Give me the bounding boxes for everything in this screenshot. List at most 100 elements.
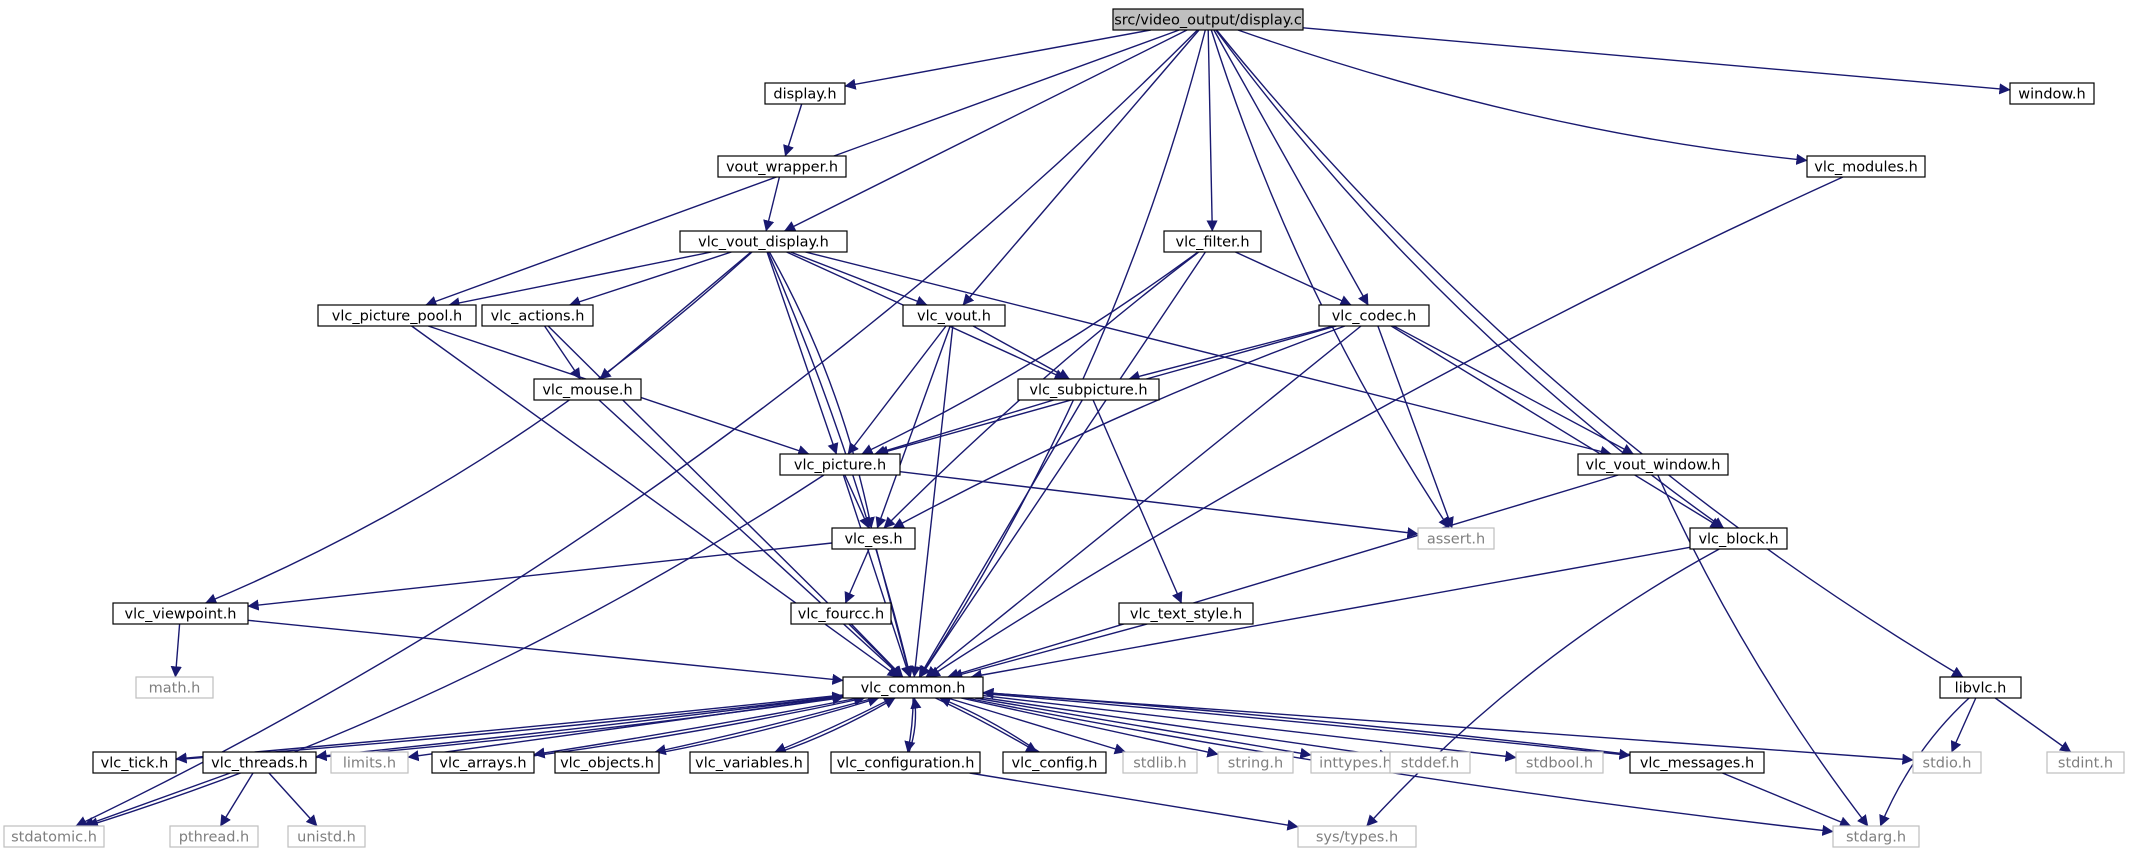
node-vlc-variables[interactable]: vlc_variables.h bbox=[689, 751, 809, 774]
node-box bbox=[1122, 751, 1198, 774]
node-label: vlc_picture_pool.h bbox=[332, 309, 463, 325]
edge-vlc_es-to-vlc_fourcc bbox=[844, 548, 870, 604]
edge-root-to-vlc_filter bbox=[1206, 29, 1218, 232]
node-label: stdatomic.h bbox=[11, 830, 97, 846]
edge-vlc_vout-to-vlc_subpicture bbox=[972, 325, 1070, 380]
node-box bbox=[1389, 751, 1471, 774]
node-box bbox=[3, 825, 105, 848]
node-sys-types: sys/types.h bbox=[1297, 825, 1417, 848]
edge-vlc_common-to-string bbox=[960, 697, 1219, 758]
edge-vlc_codec-to-assert bbox=[1377, 325, 1454, 529]
edge-vlc_subpicture-to-vlc_picture bbox=[874, 399, 1054, 457]
node-label: vlc_vout_display.h bbox=[698, 235, 829, 251]
edge-vlc_picture-to-assert bbox=[899, 471, 1419, 539]
node-label: math.h bbox=[149, 681, 201, 697]
node-vlc-arrays[interactable]: vlc_arrays.h bbox=[431, 751, 535, 774]
edge-vlc_viewpoint-to-vlc_common bbox=[247, 619, 844, 685]
node-label: vlc_es.h bbox=[844, 532, 902, 548]
node-stdio: stdio.h bbox=[1912, 751, 1982, 774]
node-stdbool: stdbool.h bbox=[1515, 751, 1604, 774]
node-label: limits.h bbox=[343, 756, 396, 772]
node-vlc-tick[interactable]: vlc_tick.h bbox=[92, 751, 177, 774]
node-unistd: unistd.h bbox=[287, 825, 366, 848]
edge-vlc_vout_window-to-stdarg bbox=[1657, 474, 1869, 827]
node-vlc-objects[interactable]: vlc_objects.h bbox=[554, 751, 660, 774]
node-label: stdbool.h bbox=[1526, 756, 1593, 772]
node-box bbox=[533, 378, 642, 401]
node-label: stddef.h bbox=[1401, 756, 1459, 772]
node-stdatomic: stdatomic.h bbox=[3, 825, 105, 848]
edge-vlc_vout_display-to-vlc_vout_window bbox=[805, 251, 1612, 457]
node-vlc-vout-display[interactable]: vlc_vout_display.h bbox=[679, 230, 848, 253]
edge-vlc_configuration-to-sys_types bbox=[969, 772, 1299, 831]
edge-vlc_objects-to-vlc_common bbox=[658, 695, 880, 754]
edge-layer bbox=[75, 27, 2072, 836]
node-box bbox=[1689, 527, 1788, 550]
node-label: vlc_text_style.h bbox=[1130, 607, 1242, 623]
node-vlc-subpicture[interactable]: vlc_subpicture.h bbox=[1017, 378, 1160, 401]
edge-vlc_viewpoint-to-math bbox=[170, 623, 182, 678]
edge-vlc_common-to-stdbool bbox=[982, 694, 1517, 762]
edge-vlc_vout_display-to-vlc_picture bbox=[766, 251, 839, 455]
node-vlc-mouse[interactable]: vlc_mouse.h bbox=[533, 378, 642, 401]
node-inttypes: inttypes.h bbox=[1310, 751, 1401, 774]
edge-vlc_threads-to-unistd bbox=[268, 772, 318, 827]
node-label: vlc_subpicture.h bbox=[1029, 383, 1147, 399]
edge-vlc_picture_pool-to-vlc_common bbox=[411, 325, 899, 678]
node-vlc-codec[interactable]: vlc_codec.h bbox=[1318, 304, 1430, 327]
node-vlc-threads[interactable]: vlc_threads.h bbox=[202, 751, 317, 774]
node-label: stdio.h bbox=[1923, 756, 1972, 772]
edge-vlc_threads-to-stdatomic bbox=[82, 772, 231, 828]
node-box bbox=[1297, 825, 1417, 848]
node-box bbox=[902, 304, 1006, 327]
edge-vlc_actions-to-vlc_mouse bbox=[544, 325, 581, 380]
edge-vlc_picture-to-stdatomic bbox=[86, 474, 825, 829]
edge-vlc_vout_display-to-vlc_picture_pool bbox=[448, 251, 712, 309]
node-vlc-block[interactable]: vlc_block.h bbox=[1689, 527, 1788, 550]
node-vlc-vout[interactable]: vlc_vout.h bbox=[902, 304, 1006, 327]
node-vlc-configuration[interactable]: vlc_configuration.h bbox=[830, 751, 981, 774]
node-vlc-common[interactable]: vlc_common.h bbox=[842, 676, 984, 699]
node-label: vlc_objects.h bbox=[560, 756, 654, 772]
edge-vlc_subpicture-to-vlc_common bbox=[918, 399, 1083, 678]
node-vlc-modules[interactable]: vlc_modules.h bbox=[1806, 155, 1926, 178]
node-libvlc[interactable]: libvlc.h bbox=[1939, 676, 2022, 699]
node-box bbox=[1417, 527, 1495, 550]
node-window[interactable]: window.h bbox=[2009, 82, 2095, 105]
node-vlc-picture-pool[interactable]: vlc_picture_pool.h bbox=[317, 304, 477, 327]
node-vlc-config[interactable]: vlc_config.h bbox=[1002, 751, 1107, 774]
edge-libvlc-to-stdio bbox=[1950, 697, 1977, 753]
edge-vlc_threads-to-pthread bbox=[219, 772, 254, 827]
node-root[interactable]: src/video_output/display.c bbox=[1112, 8, 1304, 31]
node-vlc-filter[interactable]: vlc_filter.h bbox=[1163, 230, 1262, 253]
node-vlc-actions[interactable]: vlc_actions.h bbox=[481, 304, 594, 327]
node-box bbox=[790, 602, 892, 625]
node-vlc-vout-window[interactable]: vlc_vout_window.h bbox=[1577, 453, 1729, 476]
edge-vlc_vout-to-vlc_es bbox=[875, 325, 951, 529]
node-vlc-messages[interactable]: vlc_messages.h bbox=[1629, 751, 1765, 774]
node-vlc-picture[interactable]: vlc_picture.h bbox=[779, 453, 901, 476]
node-box bbox=[1515, 751, 1604, 774]
node-box bbox=[330, 751, 409, 774]
edge-vout_wrapper-to-vlc_vout_display bbox=[763, 176, 781, 232]
node-vout-wrapper[interactable]: vout_wrapper.h bbox=[717, 155, 847, 178]
node-vlc-es[interactable]: vlc_es.h bbox=[831, 527, 916, 550]
node-label: vlc_tick.h bbox=[101, 756, 169, 772]
node-box bbox=[1912, 751, 1982, 774]
edge-vlc_vout_window-to-vlc_common bbox=[947, 474, 1619, 680]
node-vlc-fourcc[interactable]: vlc_fourcc.h bbox=[790, 602, 892, 625]
edge-vlc_config-to-vlc_common bbox=[939, 696, 1040, 753]
node-vlc-viewpoint[interactable]: vlc_viewpoint.h bbox=[112, 602, 249, 625]
node-label: display.h bbox=[773, 87, 836, 103]
node-vlc-text-style[interactable]: vlc_text_style.h bbox=[1118, 602, 1254, 625]
edge-vlc_common-to-inttypes bbox=[974, 697, 1312, 759]
edge-vlc_vout_display-to-vlc_vout bbox=[790, 251, 928, 307]
node-label: vout_wrapper.h bbox=[726, 160, 838, 176]
edge-vlc_modules-to-vlc_common bbox=[928, 176, 1844, 678]
node-label: vlc_common.h bbox=[861, 681, 966, 697]
node-stdlib: stdlib.h bbox=[1122, 751, 1198, 774]
edge-vlc_text_style-to-vlc_common bbox=[951, 623, 1148, 680]
node-label: vlc_config.h bbox=[1011, 756, 1097, 772]
node-display-h[interactable]: display.h bbox=[764, 82, 846, 105]
